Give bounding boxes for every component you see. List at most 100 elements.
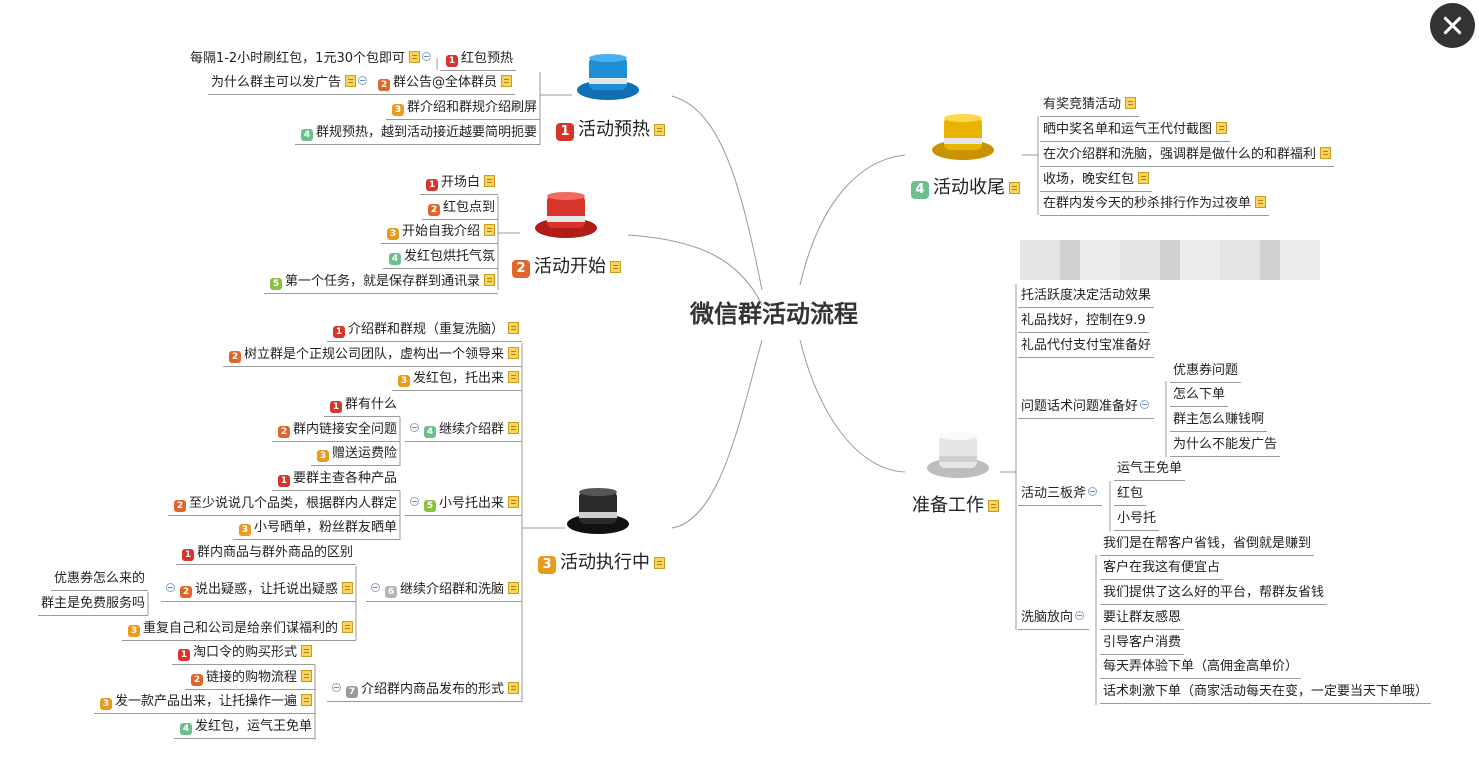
priority-1-icon: 1 bbox=[425, 179, 438, 191]
list-item[interactable]: 小号托 bbox=[1114, 510, 1160, 531]
priority-2-icon: 2 bbox=[277, 426, 290, 438]
note-icon bbox=[409, 51, 420, 63]
list-item[interactable]: 为什么群主可以发广告 bbox=[207, 74, 372, 95]
yellow-hat-icon bbox=[932, 114, 994, 160]
collapse-icon[interactable] bbox=[1140, 400, 1150, 409]
note-icon bbox=[342, 621, 353, 633]
note-icon bbox=[508, 496, 519, 508]
collapse-icon[interactable] bbox=[165, 583, 175, 592]
list-item[interactable]: 礼品代付支付宝准备好 bbox=[1018, 337, 1155, 358]
list-item[interactable]: 话术刺激下单（商家活动每天在变，一定要当天下单哦） bbox=[1100, 683, 1432, 704]
list-item[interactable]: 为什么不能发广告 bbox=[1170, 436, 1281, 457]
priority-1-icon: 1 bbox=[329, 401, 342, 413]
blue-hat-icon bbox=[577, 54, 639, 100]
priority-1-icon: 1 bbox=[446, 55, 458, 67]
list-item[interactable]: 托活跃度决定活动效果 bbox=[1018, 287, 1155, 308]
priority-3-icon: 3 bbox=[391, 104, 404, 116]
list-item[interactable]: 每隔1-2小时刷红包，1元30个包即可 bbox=[187, 50, 436, 70]
priority-2-icon: 2 bbox=[378, 79, 390, 91]
list-item[interactable]: 晒中奖名单和运气王代付截图 bbox=[1040, 121, 1231, 142]
list-item[interactable]: 在次介绍群和洗脑，强调群是做什么的和群福利 bbox=[1040, 146, 1335, 167]
list-item[interactable]: 引导客户消费 bbox=[1100, 634, 1185, 655]
list-item[interactable]: 每天弄体验下单（高佣金高单价） bbox=[1100, 658, 1302, 679]
note-icon bbox=[988, 500, 999, 512]
collapse-icon[interactable] bbox=[409, 423, 419, 432]
list-item[interactable]: 客户在我这有便宜占 bbox=[1100, 559, 1224, 580]
topic-prep[interactable]: 准备工作 bbox=[912, 494, 999, 518]
list-item[interactable]: 群主是免费服务吗 bbox=[37, 595, 148, 616]
list-item[interactable]: 我们提供了这么好的平台，帮群友省钱 bbox=[1100, 584, 1328, 605]
note-icon bbox=[501, 75, 513, 87]
list-item[interactable]: 红包 bbox=[1114, 485, 1147, 506]
collapse-icon[interactable] bbox=[1075, 611, 1085, 620]
list-item[interactable]: 怎么下单 bbox=[1170, 386, 1229, 407]
note-icon bbox=[508, 371, 519, 383]
priority-2-icon: 2 bbox=[427, 204, 440, 216]
note-icon bbox=[508, 422, 519, 434]
list-item[interactable]: 问题话术问题准备好 bbox=[1018, 398, 1155, 419]
priority-5-icon: 5 bbox=[423, 500, 436, 512]
list-item[interactable]: 在群内发今天的秒杀排行作为过夜单 bbox=[1040, 195, 1270, 216]
priority-6-icon: 6 bbox=[384, 586, 397, 598]
list-item[interactable]: 收场，晚安红包 bbox=[1040, 171, 1153, 192]
collapse-icon[interactable] bbox=[409, 497, 419, 506]
priority-7-icon: 7 bbox=[345, 686, 358, 698]
note-icon bbox=[342, 582, 353, 594]
list-item[interactable]: 活动三板斧 bbox=[1018, 485, 1103, 506]
list-item[interactable]: 优惠券怎么来的 bbox=[50, 570, 148, 591]
collapse-icon[interactable] bbox=[358, 76, 367, 85]
list-item[interactable]: 运气王免单 bbox=[1114, 460, 1186, 481]
list-item[interactable]: 要让群友感恩 bbox=[1100, 609, 1185, 630]
priority-2-icon: 2 bbox=[173, 500, 186, 512]
note-icon bbox=[301, 670, 312, 682]
note-icon bbox=[484, 274, 495, 286]
collapse-icon[interactable] bbox=[370, 583, 380, 592]
red-hat-icon bbox=[535, 192, 597, 238]
close-icon[interactable] bbox=[1430, 3, 1475, 48]
priority-3-icon: 3 bbox=[386, 228, 399, 240]
list-item[interactable]: 优惠券问题 bbox=[1170, 362, 1242, 383]
collapse-icon[interactable] bbox=[422, 52, 431, 61]
collapse-icon[interactable] bbox=[331, 683, 341, 692]
list-item[interactable]: 我们是在帮客户省钱，省倒就是赚到 bbox=[1100, 535, 1315, 556]
central-topic[interactable]: 微信群活动流程 bbox=[690, 300, 858, 328]
collapse-icon[interactable] bbox=[1088, 487, 1098, 496]
list-item[interactable]: 群主怎么赚钱啊 bbox=[1170, 411, 1268, 432]
list-item[interactable]: 礼品找好，控制在9.9 bbox=[1018, 312, 1149, 333]
list-item[interactable]: 有奖竞猜活动 bbox=[1040, 96, 1140, 117]
list-item[interactable]: 洗脑放向 bbox=[1018, 609, 1090, 630]
